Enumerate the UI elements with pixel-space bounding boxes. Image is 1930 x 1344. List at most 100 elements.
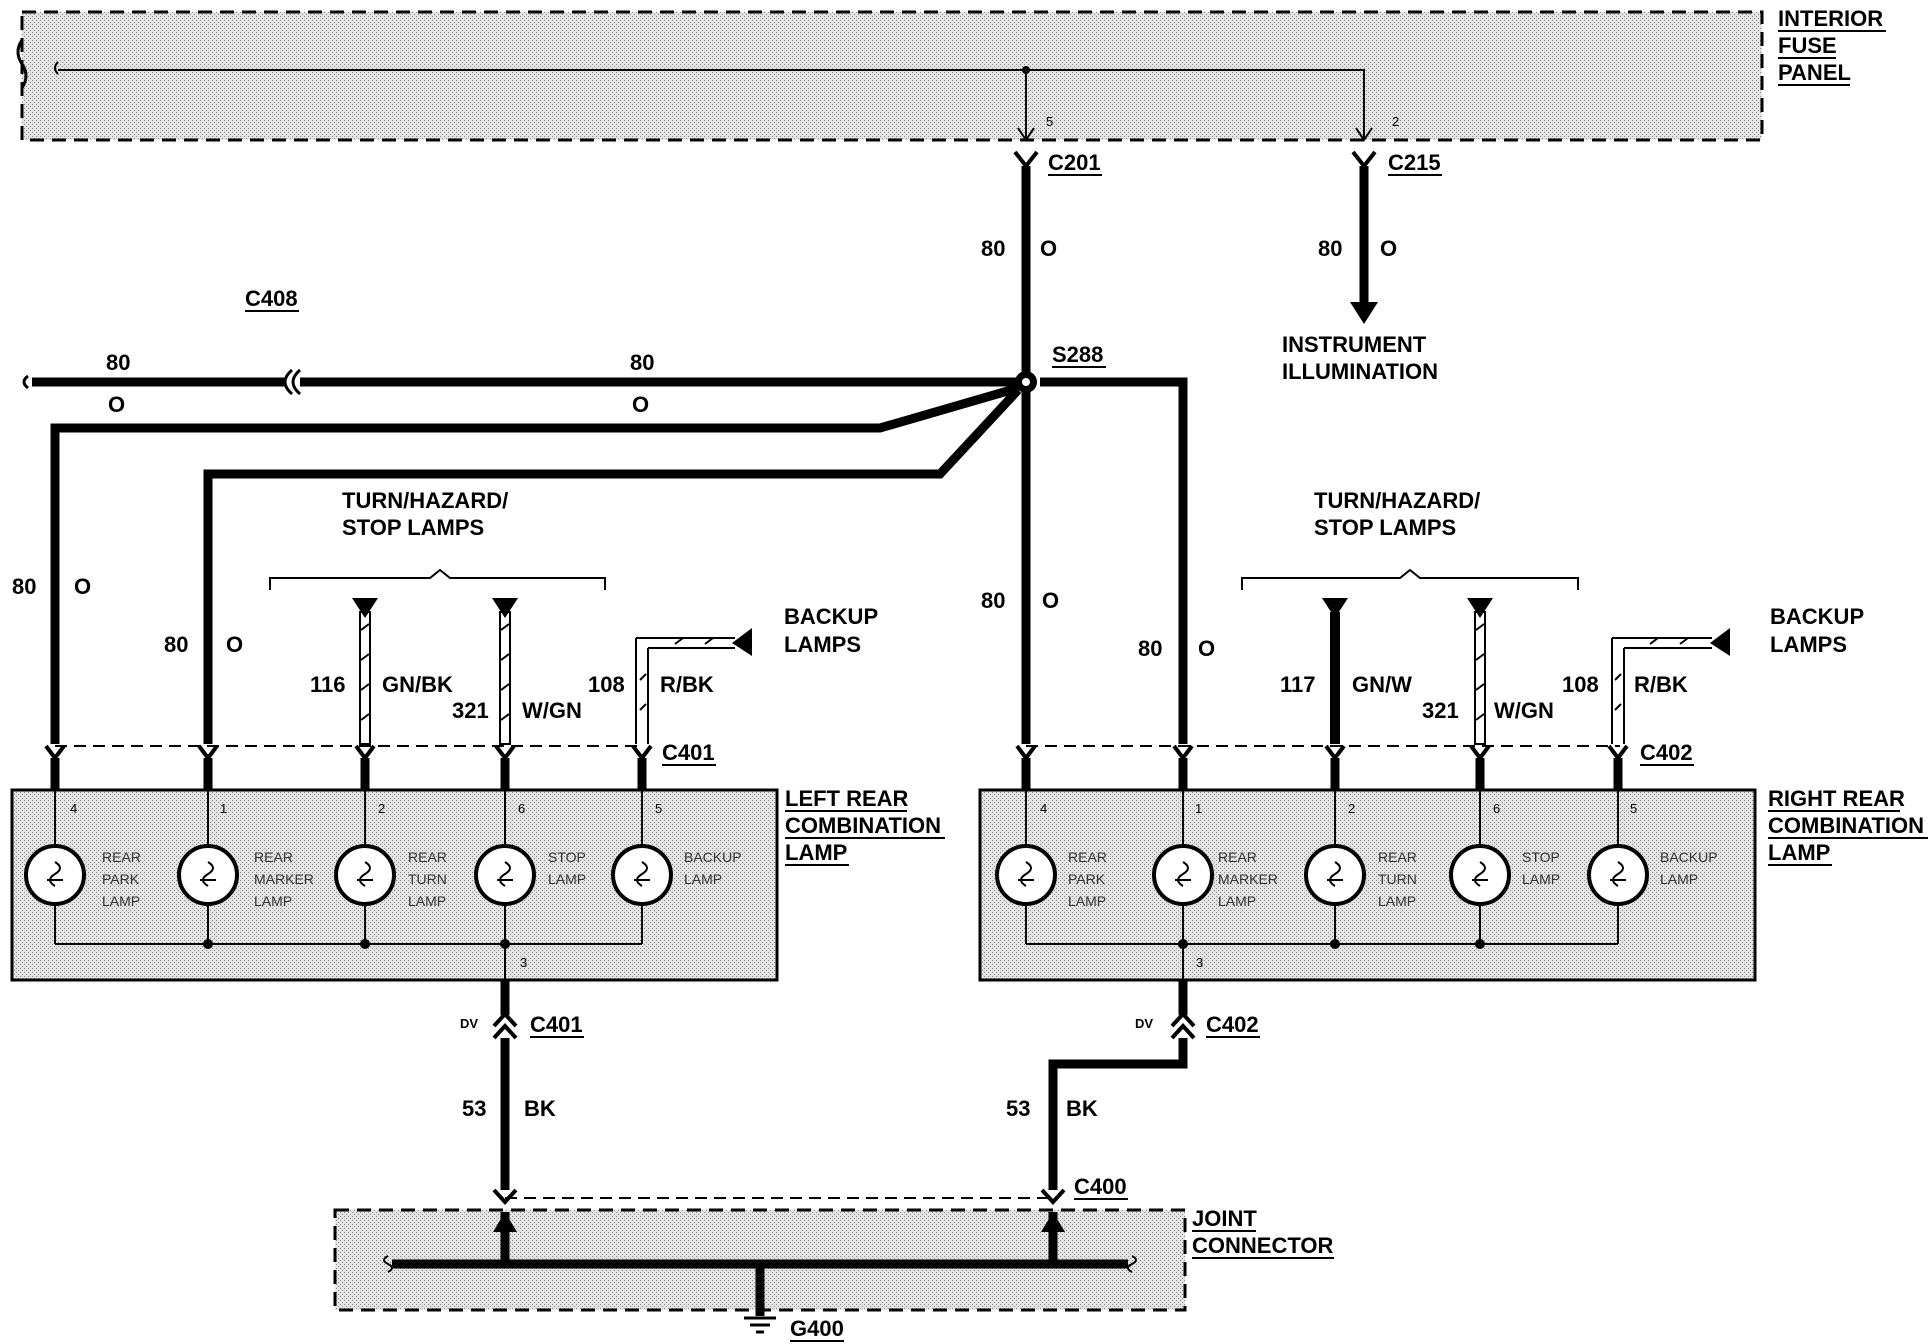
wire-80-label: 80 <box>164 632 188 657</box>
right-lamp-title-1: RIGHT REAR <box>1768 786 1905 811</box>
wire-80-label: 80 <box>12 574 36 599</box>
wire-53-label: 53 <box>1006 1096 1030 1121</box>
left-ground-pin: 3 <box>520 955 527 970</box>
right-park-label-1: REAR <box>1068 849 1107 865</box>
joint-title-1: JOINT <box>1192 1206 1257 1231</box>
fuse-panel-title-1: INTERIOR <box>1778 6 1883 31</box>
instrument-illumination-2: ILLUMINATION <box>1282 359 1438 384</box>
wire-80-label: 80 <box>981 236 1005 261</box>
label-c402-bottom: C402 <box>1206 1012 1259 1037</box>
right-lamp-title-3: LAMP <box>1768 840 1830 865</box>
left-turn-label-1: REAR <box>408 849 447 865</box>
label-c201: C201 <box>1048 150 1101 175</box>
wire-108-label: 108 <box>1562 672 1599 697</box>
lamp-connectors <box>44 744 1629 790</box>
left-marker-label-3: LAMP <box>254 893 292 909</box>
connector-labels: C201 C215 C408 S288 C401 C402 C401 C402 … <box>245 150 1694 1342</box>
label-dv-left: DV <box>460 1016 478 1031</box>
right-turn-hazard-2: STOP LAMPS <box>1314 515 1456 540</box>
right-park-label-3: LAMP <box>1068 893 1106 909</box>
wire-o-label: O <box>226 632 243 657</box>
wire-117-label: 117 <box>1280 672 1316 697</box>
destination-labels: INSTRUMENT ILLUMINATION TURN/HAZARD/ STO… <box>342 332 1864 657</box>
wire-321-label: 321 <box>1422 698 1459 723</box>
bulb-icon <box>1449 844 1511 906</box>
bulb-icon <box>995 844 1057 906</box>
left-backup-lamps-2: LAMPS <box>784 632 861 657</box>
wire-o-label: O <box>1380 236 1397 261</box>
label-c401-bottom: C401 <box>530 1012 583 1037</box>
right-lamp-title-2: COMBINATION <box>1768 813 1924 838</box>
label-c215: C215 <box>1388 150 1441 175</box>
left-pin-2: 1 <box>220 801 227 816</box>
right-pin-1: 4 <box>1040 801 1047 816</box>
right-backup-label-1: BACKUP <box>1660 849 1718 865</box>
label-c408: C408 <box>245 286 298 311</box>
wire-o-label: O <box>74 574 91 599</box>
left-lamp-title-2: COMBINATION <box>785 813 941 838</box>
left-park-label-3: LAMP <box>102 893 140 909</box>
wire-53-label: 53 <box>462 1096 486 1121</box>
right-rear-combination-lamp: RIGHT REAR COMBINATION LAMP 4 1 2 6 5 3 <box>978 786 1928 982</box>
wire-116-label: 116 <box>310 672 346 697</box>
fuse-pin-2: 2 <box>1392 114 1399 129</box>
wire-o-label: O <box>632 392 649 417</box>
label-dv-right: DV <box>1135 1016 1153 1031</box>
wire-80-label: 80 <box>1318 236 1342 261</box>
bulb-icon <box>177 844 239 906</box>
fuse-pin-5: 5 <box>1046 114 1053 129</box>
joint-title-2: CONNECTOR <box>1192 1233 1333 1258</box>
upper-wiring <box>22 150 1377 744</box>
bulb-icon <box>474 844 536 906</box>
right-stop-label-2: LAMP <box>1522 871 1560 887</box>
left-turn-label-2: TURN <box>408 871 447 887</box>
wire-o-label: O <box>108 392 125 417</box>
left-lamp-title-3: LAMP <box>785 840 847 865</box>
left-marker-label-2: MARKER <box>254 871 314 887</box>
wire-80-label: 80 <box>106 350 130 375</box>
right-bulbs: REAR PARK LAMP REAR MARKER LAMP REAR TUR… <box>995 844 1718 909</box>
right-park-label-2: PARK <box>1068 871 1106 887</box>
left-pin-1: 4 <box>70 801 77 816</box>
right-marker-label-2: MARKER <box>1218 871 1278 887</box>
turn-hazard-braces <box>269 568 1579 590</box>
wire-o-label: O <box>1042 588 1059 613</box>
bulb-icon <box>24 844 86 906</box>
left-turn-hazard-1: TURN/HAZARD/ <box>342 488 508 513</box>
left-lamp-title-1: LEFT REAR <box>785 786 909 811</box>
wire-w-gn-label: W/GN <box>1494 698 1554 723</box>
right-turn-label-2: TURN <box>1378 871 1417 887</box>
right-backup-label-2: LAMP <box>1660 871 1698 887</box>
right-pin-5: 5 <box>1630 801 1637 816</box>
left-rear-combination-lamp: LEFT REAR COMBINATION LAMP 4 1 2 6 5 3 <box>10 786 945 982</box>
left-marker-label-1: REAR <box>254 849 293 865</box>
left-backup-label-1: BACKUP <box>684 849 742 865</box>
wire-gn-bk-label: GN/BK <box>382 672 453 697</box>
wire-o-label: O <box>1198 636 1215 661</box>
left-turn-label-3: LAMP <box>408 893 446 909</box>
wire-321-label: 321 <box>452 698 489 723</box>
bulb-icon <box>611 844 673 906</box>
left-park-label-1: REAR <box>102 849 141 865</box>
joint-connector: JOINT CONNECTOR <box>333 1206 1334 1334</box>
right-stop-label-1: STOP <box>1522 849 1560 865</box>
wire-o-label: O <box>1040 236 1057 261</box>
label-s288: S288 <box>1052 342 1103 367</box>
left-park-label-2: PARK <box>102 871 140 887</box>
wire-r-bk-label: R/BK <box>1634 672 1688 697</box>
right-turn-label-1: REAR <box>1378 849 1417 865</box>
left-pin-3: 2 <box>378 801 385 816</box>
left-pin-5: 5 <box>655 801 662 816</box>
right-turn-label-3: LAMP <box>1378 893 1416 909</box>
ground-wiring <box>492 980 1196 1205</box>
wire-bk-label: BK <box>524 1096 556 1121</box>
wire-80-label: 80 <box>981 588 1005 613</box>
interior-fuse-panel: INTERIOR FUSE PANEL 5 2 <box>16 6 1886 142</box>
label-c402-top: C402 <box>1640 740 1693 765</box>
fuse-panel-title-3: PANEL <box>1778 60 1851 85</box>
wire-r-bk-label: R/BK <box>660 672 714 697</box>
left-stop-label-1: STOP <box>548 849 586 865</box>
wire-80-label: 80 <box>630 350 654 375</box>
left-backup-label-2: LAMP <box>684 871 722 887</box>
left-turn-hazard-2: STOP LAMPS <box>342 515 484 540</box>
